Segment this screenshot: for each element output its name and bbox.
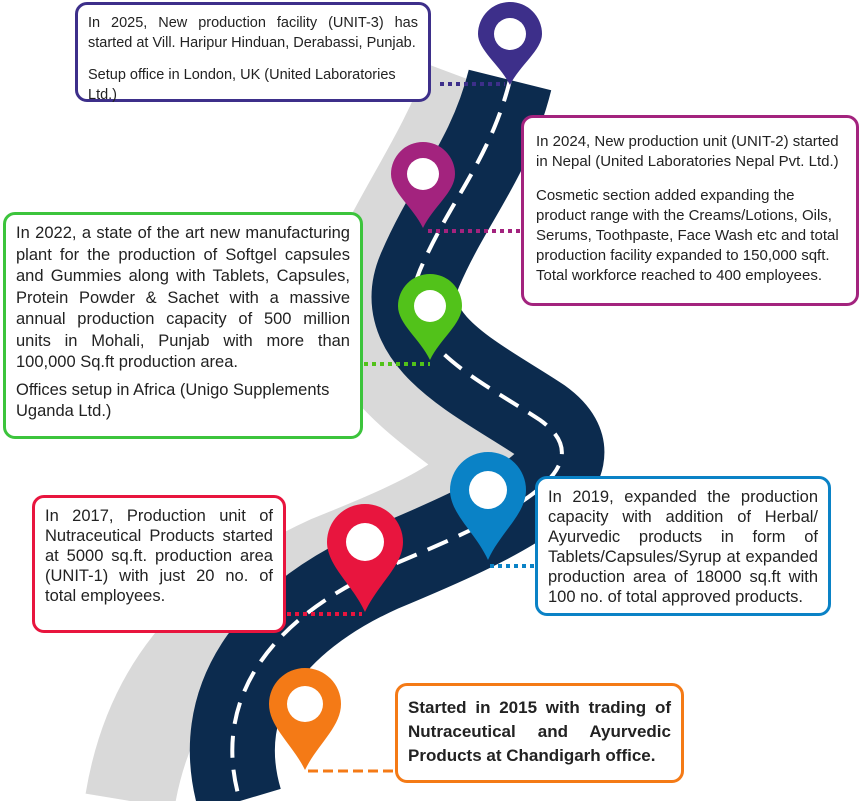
map-pin-2017-icon bbox=[327, 504, 403, 612]
milestone-2025-office: Setup office in London, UK (United Labor… bbox=[88, 67, 396, 103]
milestone-2025-text: In 2025, New production facility (UNIT-3… bbox=[88, 15, 418, 51]
milestone-2019-text: In 2019, expanded the production capacit… bbox=[548, 488, 818, 606]
milestone-2017-text: In 2017, Production unit of Nutraceutica… bbox=[45, 507, 273, 605]
milestone-2022-card: In 2022, a state of the art new manufact… bbox=[3, 212, 363, 439]
milestone-2022-office: Offices setup in Africa (Unigo Supplemen… bbox=[16, 380, 330, 421]
milestone-2019-card: In 2019, expanded the production capacit… bbox=[535, 476, 831, 616]
map-pin-2022-icon bbox=[398, 274, 462, 360]
map-pin-2024-icon bbox=[391, 142, 455, 228]
milestone-2015-text: Started in 2015 with trading of Nutraceu… bbox=[408, 698, 671, 765]
map-pin-2019-icon bbox=[450, 452, 526, 560]
milestone-2015-card: Started in 2015 with trading of Nutraceu… bbox=[395, 683, 684, 783]
milestone-2017-card: In 2017, Production unit of Nutraceutica… bbox=[32, 495, 286, 633]
road-center-line bbox=[230, 79, 564, 801]
milestone-2024-cosmetics: Cosmetic section added expanding the pro… bbox=[536, 187, 839, 284]
milestone-2024-text: In 2024, New production unit (UNIT-2) st… bbox=[536, 133, 839, 170]
map-pin-2015-icon bbox=[269, 668, 341, 770]
milestone-2025-card: In 2025, New production facility (UNIT-3… bbox=[75, 2, 431, 103]
milestone-2024-card: In 2024, New production unit (UNIT-2) st… bbox=[521, 115, 859, 306]
map-pin-2025-icon bbox=[478, 2, 542, 85]
milestone-2022-text: In 2022, a state of the art new manufact… bbox=[16, 224, 350, 371]
